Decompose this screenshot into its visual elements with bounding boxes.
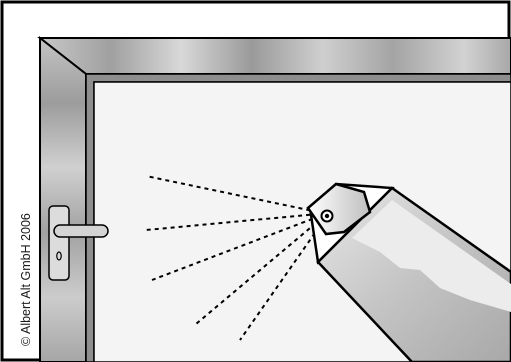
- handle-lever: [53, 224, 109, 238]
- handle-plate: [48, 205, 70, 281]
- spray-nozzle-hole: [324, 213, 330, 219]
- door-handle-icon: [48, 205, 109, 281]
- spray-line: [195, 217, 323, 325]
- door-frame-top: [37, 37, 511, 75]
- spray-can-icon: [306, 182, 511, 362]
- copyright-text: © Albert Alt GmbH 2006: [19, 213, 33, 346]
- spray-line: [145, 175, 319, 213]
- spray-can-highlight: [352, 200, 511, 312]
- spray-line: [239, 219, 325, 341]
- spray-mist: [145, 175, 325, 341]
- keyhole: [56, 251, 62, 261]
- spray-line: [151, 215, 321, 281]
- spray-can-cap: [306, 182, 372, 236]
- door-frame-left: [39, 35, 87, 362]
